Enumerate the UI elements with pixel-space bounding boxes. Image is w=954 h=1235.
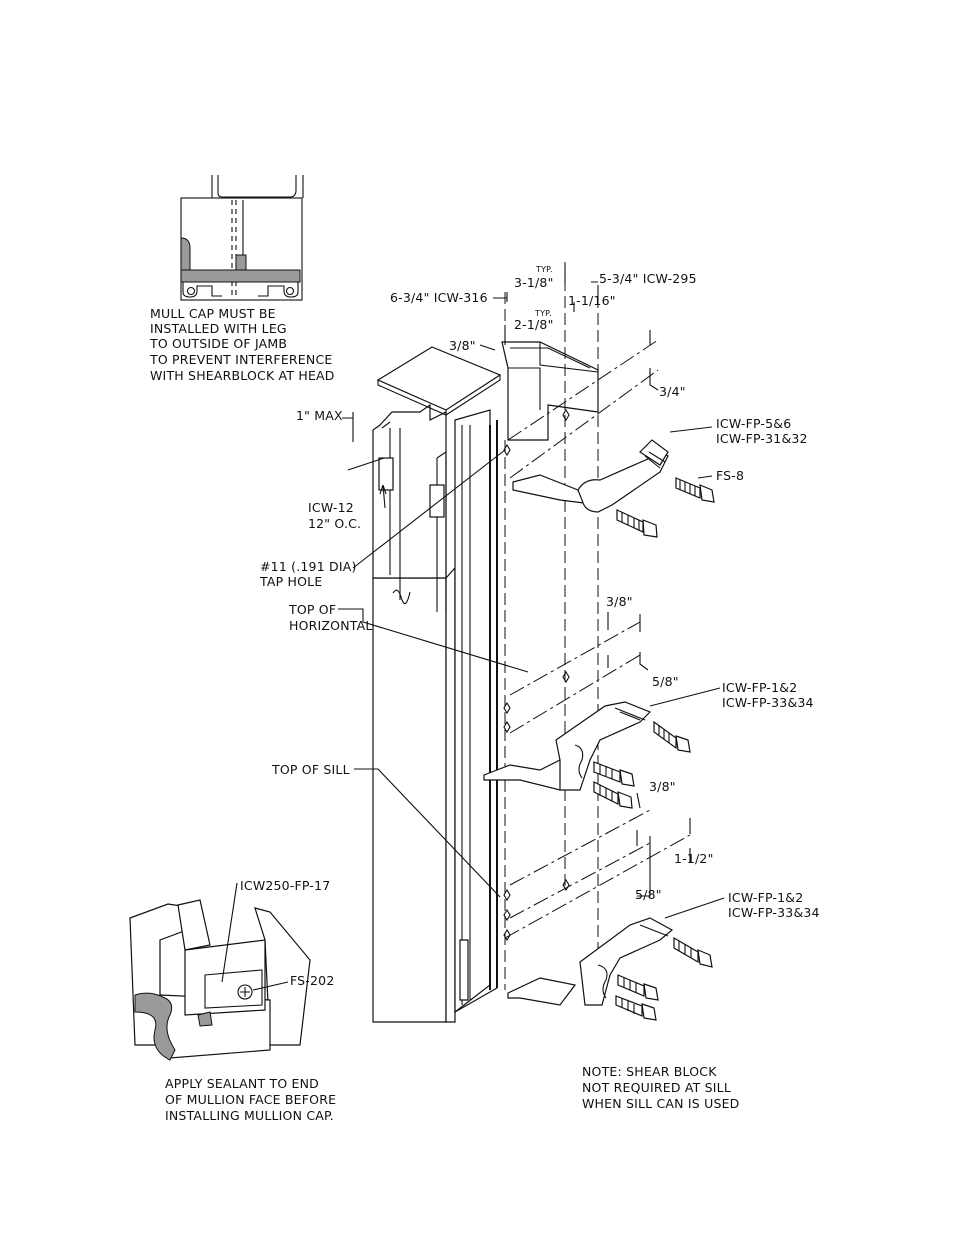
sill-note-line-1: NOTE: SHEAR BLOCK (582, 1064, 717, 1079)
dim-6-3-4-icw-316: 6-3/4" ICW-316 (390, 290, 488, 305)
bolt-fs8 (675, 477, 715, 503)
dim-1-1-2: 1-1/2" (674, 851, 714, 866)
label-icw-fp-31-32: ICW-FP-31&32 (716, 431, 808, 446)
dim-3-8-mid: 3/8" (606, 594, 633, 609)
mull-cap-note-line-5: WITH SHEARBLOCK AT HEAD (150, 368, 335, 383)
shear-block-top (512, 439, 715, 538)
bolt-low-1 (673, 936, 713, 968)
mull-cap-note-line-1: MULL CAP MUST BE (150, 306, 276, 321)
dim-2-1-8: 2-1/8" (514, 317, 554, 332)
label-horizontal: HORIZONTAL (289, 618, 373, 633)
mull-cap-note-line-2: INSTALLED WITH LEG (150, 321, 287, 336)
label-12-oc: 12" O.C. (308, 516, 361, 531)
sill-note-line-2: NOT REQUIRED AT SILL (582, 1080, 731, 1095)
dimension-leaders (338, 265, 725, 919)
label-icw-fp-1-2-low: ICW-FP-1&2 (728, 890, 803, 905)
mullion-cap-inset (129, 882, 311, 1061)
label-icw-fp-33-34-low: ICW-FP-33&34 (728, 905, 820, 920)
dim-5-8-low: 5/8" (635, 887, 662, 902)
sill-note-line-3: WHEN SILL CAN IS USED (582, 1096, 740, 1111)
sealant-note-line-1: APPLY SEALANT TO END (165, 1076, 319, 1091)
dim-5-3-4-icw-295: 5-3/4" ICW-295 (599, 271, 697, 286)
dim-5-8-mid: 5/8" (652, 674, 679, 689)
dim-3-4: 3/4" (659, 384, 686, 399)
bolt-low-3 (615, 995, 657, 1021)
mull-cap-inset (180, 175, 304, 301)
label-icw-fp-1-2-mid: ICW-FP-1&2 (722, 680, 797, 695)
label-icw-fp-33-34-mid: ICW-FP-33&34 (722, 695, 814, 710)
dim-3-8-top: 3/8" (449, 338, 476, 353)
label-tap-hole-dia: #11 (.191 DIA) (260, 559, 357, 574)
label-fs-202: FS-202 (290, 973, 334, 988)
shear-block-low (507, 917, 713, 1021)
dim-3-8-low: 3/8" (649, 779, 676, 794)
bolt-low-2 (617, 974, 659, 1001)
bolt-top-lower (616, 509, 658, 538)
label-icw250-fp-17: ICW250-FP-17 (240, 878, 330, 893)
sealant-note-line-2: OF MULLION FACE BEFORE (165, 1092, 336, 1107)
label-fs-8: FS-8 (716, 468, 744, 483)
dim-1-max: 1" MAX (296, 408, 343, 423)
dim-typ-lower: TYP. (534, 309, 552, 318)
mull-cap-note-line-4: TO PREVENT INTERFERENCE (149, 352, 332, 367)
dim-1-1-16: 1-1/16" (568, 293, 616, 308)
label-icw-12: ICW-12 (308, 500, 354, 515)
bolt-mid-2 (593, 761, 635, 787)
label-top-of-sill: TOP OF SILL (271, 762, 350, 777)
sealant-note-line-3: INSTALLING MULLION CAP. (165, 1108, 334, 1123)
mullion-assembly (372, 262, 691, 1023)
label-icw-fp-5-6: ICW-FP-5&6 (716, 416, 791, 431)
bolt-mid-3 (593, 781, 633, 809)
shear-block-mid (483, 701, 691, 809)
dim-3-1-8: 3-1/8" (514, 275, 554, 290)
label-tap-hole: TAP HOLE (259, 574, 322, 589)
mull-cap-note-line-3: TO OUTSIDE OF JAMB (149, 336, 287, 351)
bolt-mid-1 (653, 720, 691, 753)
dim-typ-upper: TYP. (535, 265, 553, 274)
label-top-of: TOP OF (288, 602, 336, 617)
